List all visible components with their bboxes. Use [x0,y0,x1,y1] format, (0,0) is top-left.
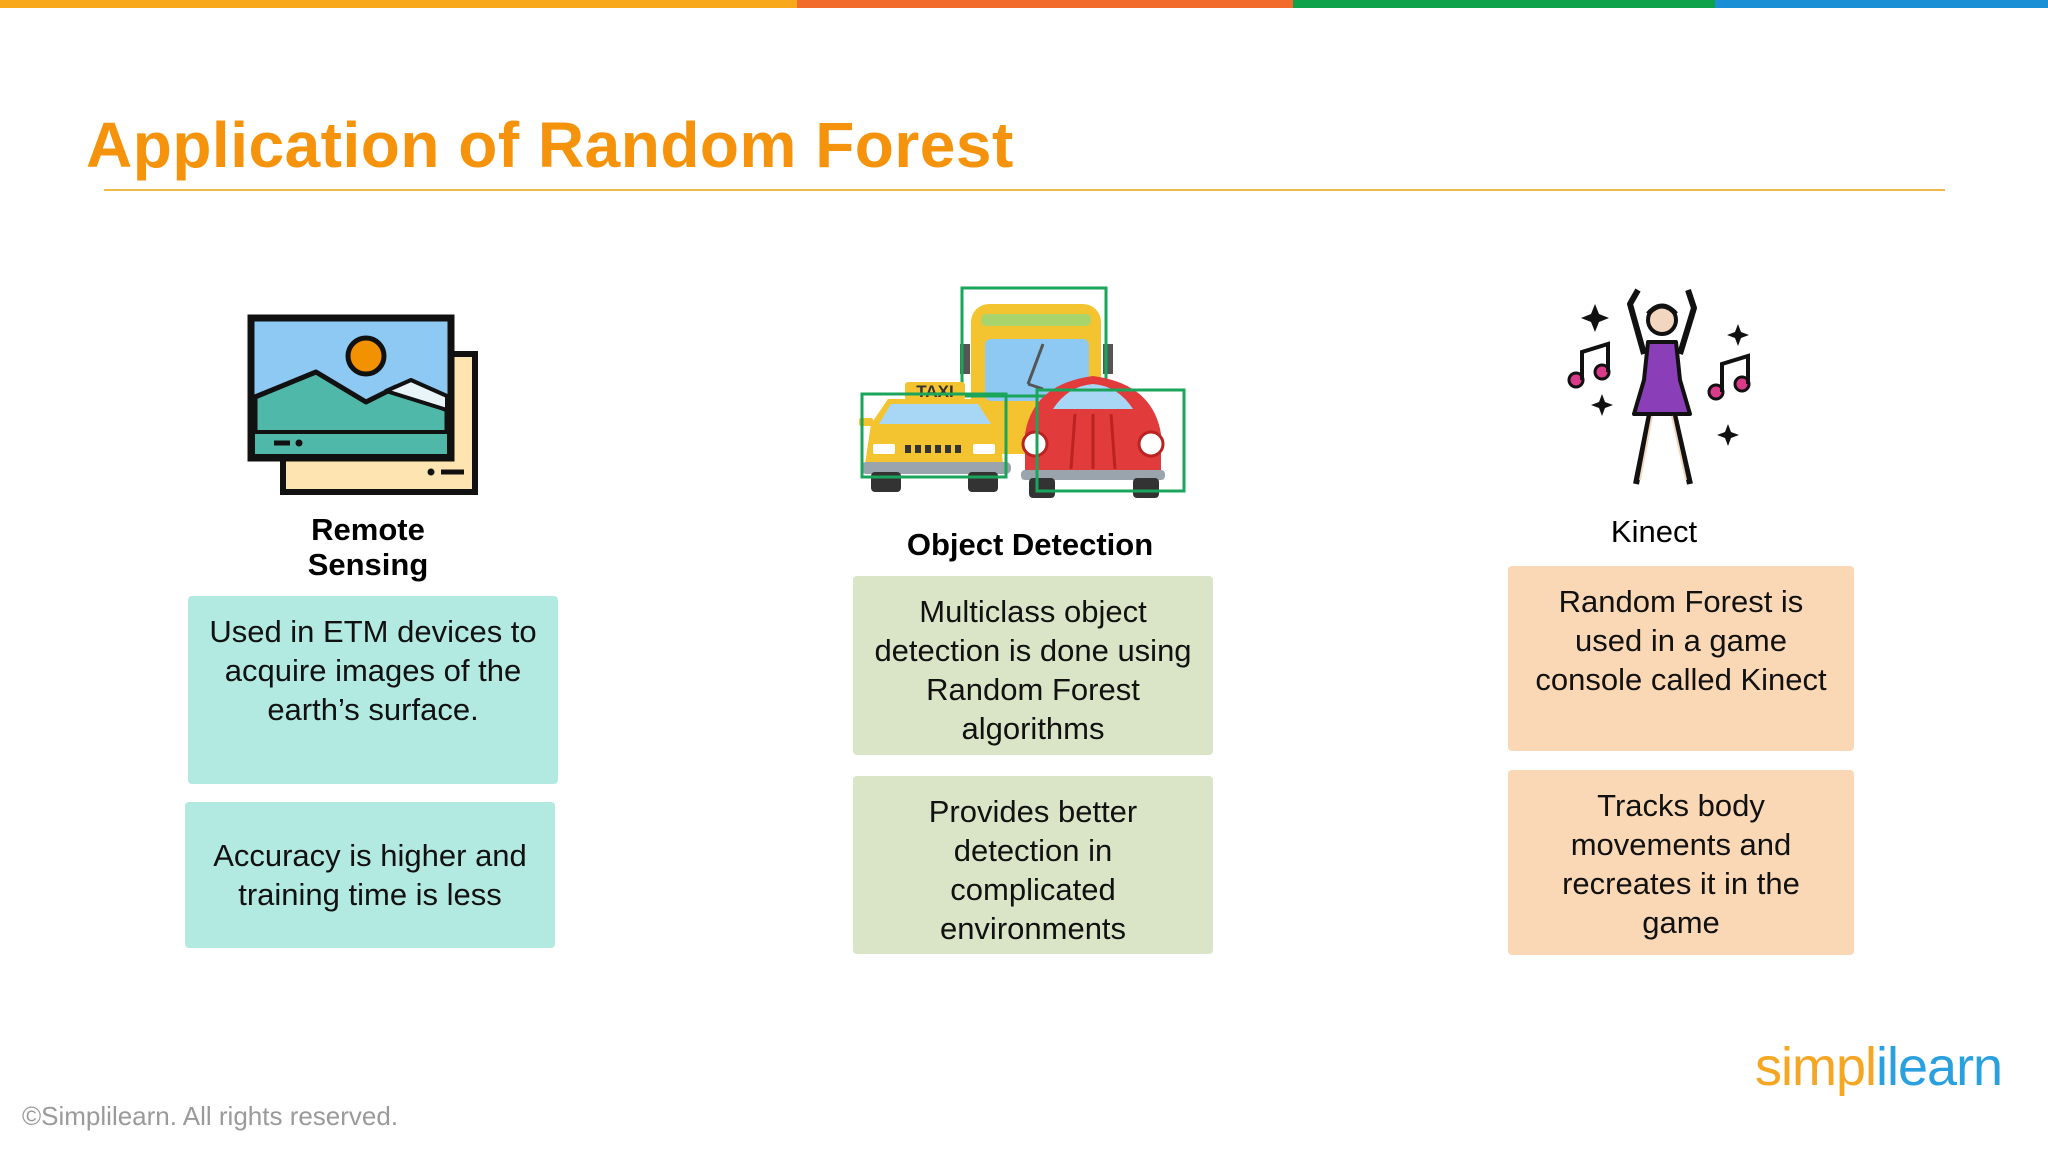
remote-sensing-card-2: Accuracy is higher and training time is … [185,802,555,948]
brand-logo-part2: ilearn [1876,1037,2003,1097]
remote-sensing-label-line1: Remote [311,512,425,547]
dancer-music-icon [1562,284,1762,500]
card-text: Accuracy is higher and training time is … [213,838,527,912]
strip-segment-1 [0,0,797,8]
card-text: Used in ETM devices to acquire images of… [209,614,537,727]
remote-sensing-label-line2: Sensing [307,547,429,582]
kinect-label: Kinect [1610,514,1698,549]
strip-segment-3 [1293,0,1715,8]
photo-frames-icon [246,312,486,498]
brand-logo-part1: simpl [1755,1037,1877,1097]
object-detection-card-1: Multiclass object detection is done usin… [853,576,1213,755]
card-text: Random Forest is used in a game console … [1535,584,1827,697]
remote-sensing-card-1: Used in ETM devices to acquire images of… [188,596,558,784]
card-text: Tracks body movements and recreates it i… [1562,788,1800,940]
copyright-text: ©Simplilearn. All rights reserved. [22,1101,399,1131]
strip-segment-4 [1715,0,2048,8]
vehicles-detection-icon: TAXI [853,284,1193,514]
taxi-sign-text: TAXI [916,382,953,401]
card-text: Multiclass object detection is done usin… [874,594,1192,746]
kinect-card-2: Tracks body movements and recreates it i… [1508,770,1854,955]
remote-sensing-label: Remote Sensing [268,512,468,582]
title-underline [104,189,1945,191]
object-detection-card-2: Provides better detection in complicated… [853,776,1213,954]
object-detection-label: Object Detection [906,527,1154,562]
slide-title: Application of Random Forest [86,109,1014,181]
strip-segment-2 [797,0,1293,8]
brand-logo: simplilearn [1755,1036,2003,1098]
top-color-strip [0,0,2048,8]
kinect-card-1: Random Forest is used in a game console … [1508,566,1854,751]
card-text: Provides better detection in complicated… [928,794,1138,946]
